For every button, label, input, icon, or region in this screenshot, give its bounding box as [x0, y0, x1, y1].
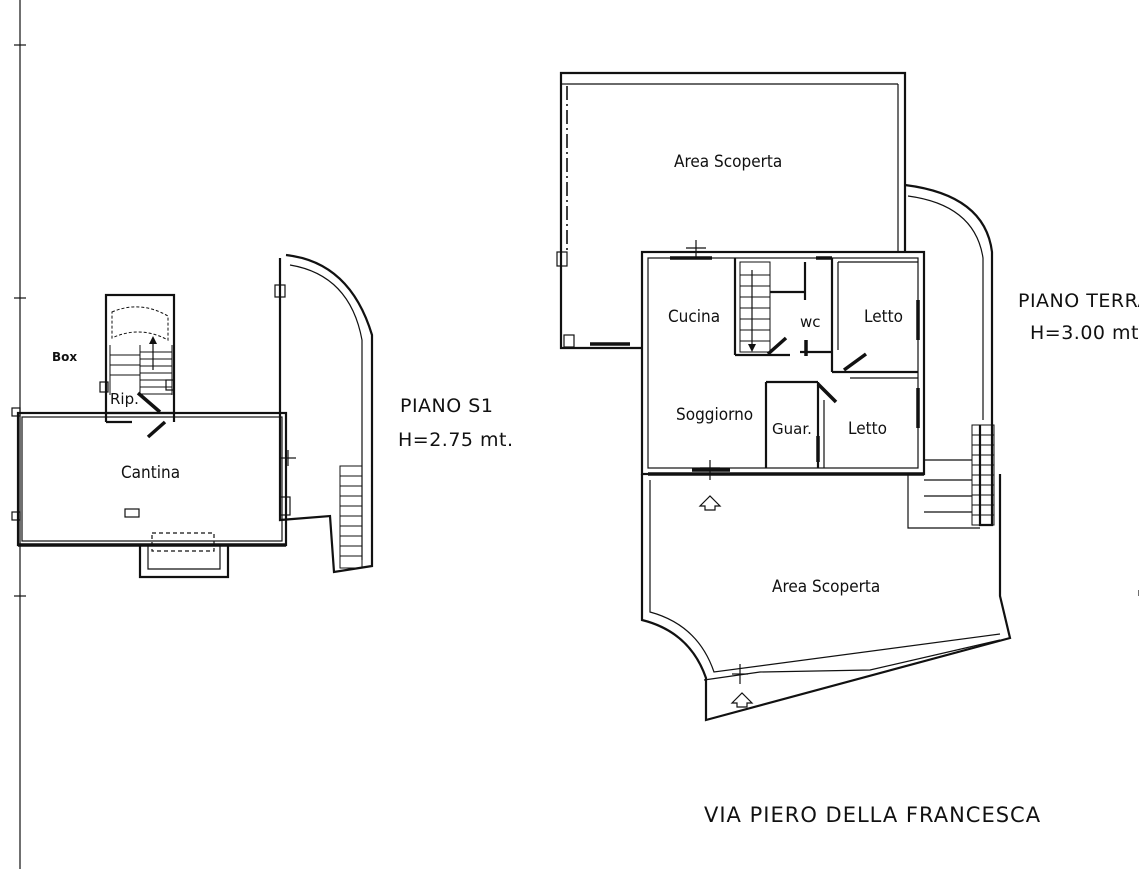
- ground-floor-stair: [739, 261, 771, 353]
- entrance-arrow-gate: [730, 692, 754, 708]
- letto-1-label: Letto: [864, 307, 903, 327]
- area-scoperta-top-outline: [559, 71, 907, 252]
- cantina-label: Cantina: [121, 463, 180, 483]
- piano-terra-height: H=3.00 mt.: [1030, 322, 1139, 344]
- piano-s1-title: PIANO S1: [400, 395, 493, 417]
- piano-s1-height: H=2.75 mt.: [398, 429, 514, 451]
- entrance-arrow-house: [698, 495, 722, 511]
- box-label: Box: [52, 350, 77, 364]
- letto-2-label: Letto: [848, 419, 887, 439]
- cucina-label: Cucina: [668, 307, 720, 327]
- piano-terra-title: PIANO TERRA: [1018, 290, 1139, 312]
- light-well: [138, 545, 230, 579]
- wc-label: wc: [800, 313, 821, 331]
- house-outline: [640, 250, 926, 476]
- right-curved-wing: [904, 183, 994, 527]
- area-scoperta-bottom-outline: [640, 474, 1012, 722]
- curved-ramp: [278, 253, 374, 574]
- guar-label: Guar.: [772, 420, 812, 438]
- street-label: VIA PIERO DELLA FRANCESCA: [704, 803, 1041, 827]
- ground-floor-plan: Area Scoperta Cucina wc Letto Soggiorno …: [556, 71, 1139, 827]
- box-stair-area: [104, 293, 176, 415]
- area-scoperta-top-label: Area Scoperta: [674, 152, 782, 172]
- rip-label: Rip.: [110, 390, 139, 408]
- soggiorno-label: Soggiorno: [676, 405, 753, 425]
- basement-plan: Box Rip. Cantina PIANO S1 H=2.75 mt.: [11, 253, 514, 579]
- area-scoperta-bottom-label: Area Scoperta: [772, 577, 880, 597]
- ramp-stair: [339, 465, 363, 569]
- side-stair: [971, 424, 995, 526]
- page-margin-line: [14, 0, 1139, 869]
- basement-stair: [109, 306, 173, 395]
